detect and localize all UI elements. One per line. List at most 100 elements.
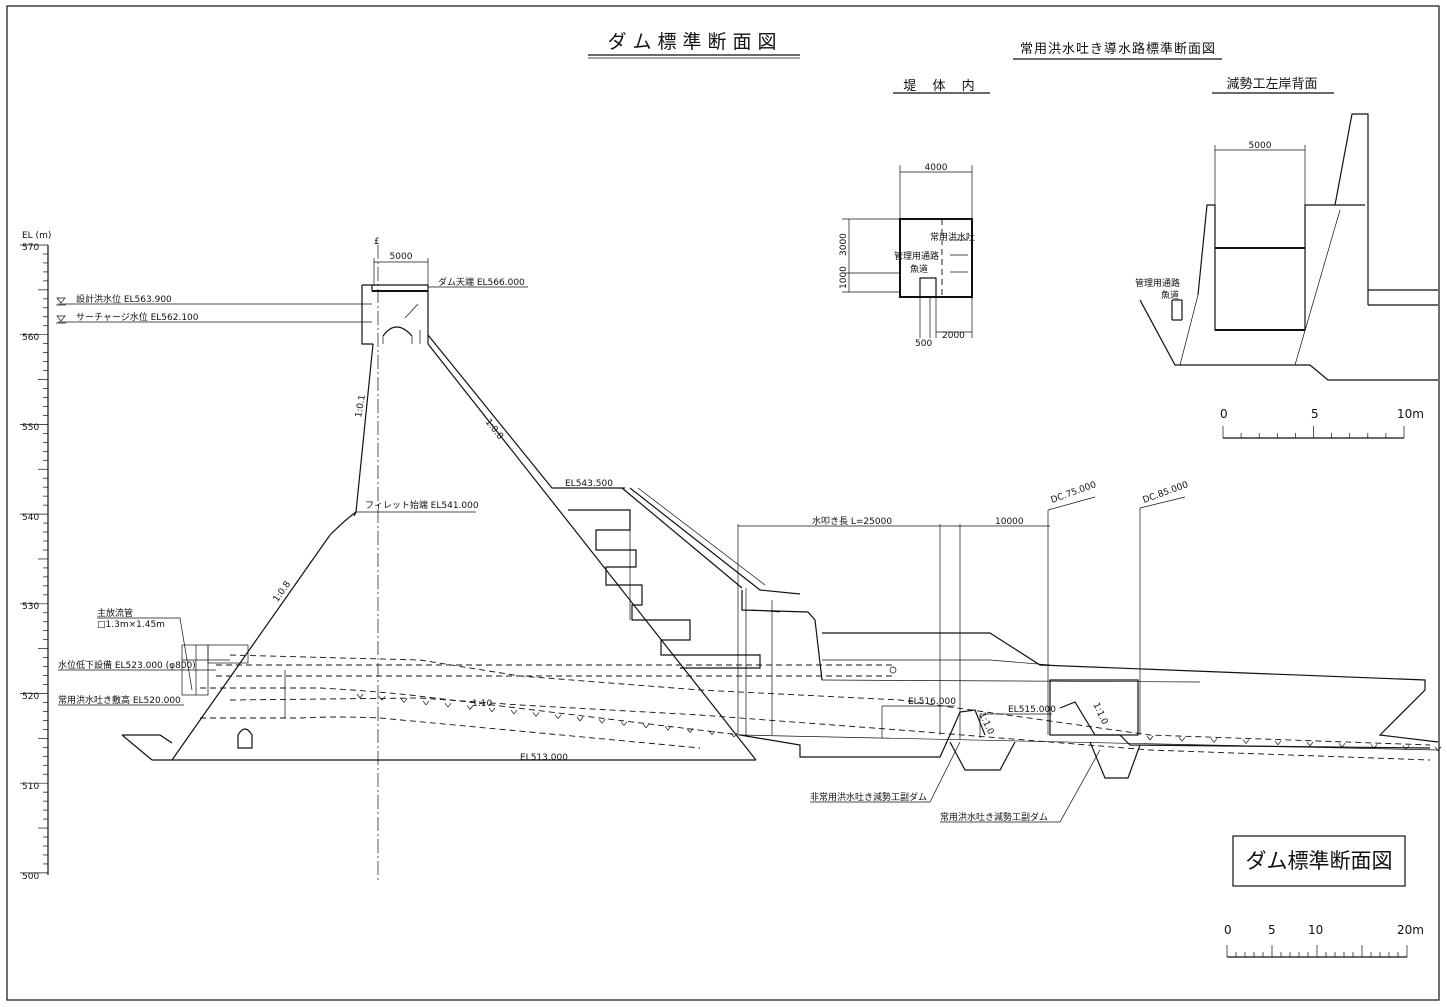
conduit-section-title: 常用洪水吐き導水路標準断面図: [1020, 41, 1216, 57]
inside-dam-detail: 4000 常用洪水吐 管理用通路 魚道 3000 1000 500 2000: [839, 163, 975, 349]
conduit-chevron: [554, 714, 559, 719]
inside-dim-500: 500: [915, 339, 932, 349]
floor-chevron: [1181, 736, 1186, 742]
fillet-label: フィレット始端 EL541.000: [365, 499, 479, 511]
axis-tick-520: 520: [22, 692, 39, 702]
floor-chevron: [1242, 739, 1247, 744]
floor-chevron: [1402, 745, 1407, 750]
conduit-chevron: [535, 712, 540, 717]
stilling-basin: 水叩き長 L=25000 10000 DC.75.000 DC.85.000 E…: [737, 480, 1442, 823]
conduit-chevron: [667, 725, 672, 731]
conduit-chevron: [664, 725, 669, 731]
conduit-chevron: [513, 709, 518, 715]
dam-body: £ 5000 ダム天端 EL566.000 1:0.1 1:0.8 1:0.8 …: [58, 237, 1431, 880]
floor-chevron: [1434, 746, 1439, 752]
scale-bar-small: 0 5 10m: [1220, 407, 1424, 439]
conduit-chevron: [576, 716, 581, 722]
inside-spillway-label: 常用洪水吐: [930, 231, 975, 243]
axis-tick-540: 540: [22, 513, 39, 523]
scale-bar-large: 0 5 10 20m: [1224, 923, 1424, 958]
conduit-chevron: [642, 723, 647, 729]
conduit-chevron: [491, 707, 496, 713]
floor-chevron: [1146, 735, 1151, 741]
el-515-label: EL515.000: [1008, 705, 1056, 715]
emergency-subdam-label: 非常用洪水吐き減勢工副ダム: [810, 791, 927, 803]
apron-extra-label: 10000: [995, 517, 1024, 527]
conduit-chevron: [510, 709, 515, 715]
conduit-chevron: [532, 712, 537, 717]
conduit-chevron: [689, 728, 694, 733]
conduit-chevron: [686, 728, 691, 733]
left-bank-fishway-label: 魚道: [1161, 289, 1179, 301]
left-bank-passage-label: 管理用通路: [1135, 277, 1180, 289]
axis-tick-530: 530: [22, 602, 39, 612]
scale-small-0: 0: [1220, 407, 1228, 421]
scale-large-0: 0: [1224, 923, 1232, 937]
inside-height-upper: 3000: [839, 233, 849, 256]
conduit-chevron: [447, 702, 452, 708]
axis-tick-570: 570: [22, 243, 39, 253]
conduit-chevron: [444, 702, 449, 708]
el-543-label: EL543.500: [565, 479, 613, 489]
axis-tick-550: 550: [22, 423, 39, 433]
dc75-label: DC.75.000: [1050, 480, 1098, 506]
axis-tick-510: 510: [22, 782, 39, 792]
left-bank-title: 減勢工左岸背面: [1226, 76, 1317, 92]
apron-length-label: 水叩き長 L=25000: [812, 515, 892, 527]
design-flood-level-label: 設計洪水位 EL563.900: [76, 293, 172, 305]
conduit-chevron: [557, 714, 562, 719]
scale-large-5: 5: [1268, 923, 1276, 937]
axis-tick-560: 560: [22, 333, 39, 343]
inside-width-dim: 4000: [925, 163, 948, 173]
dam-center-mark: £: [374, 237, 380, 247]
service-subdam-label: 常用洪水吐き減勢工副ダム: [940, 811, 1048, 823]
conduit-chevron: [425, 700, 430, 706]
conduit-chevron: [403, 698, 408, 703]
water-levels: 設計洪水位 EL563.900 サーチャージ水位 EL562.100: [56, 293, 372, 324]
conduit-chevron: [730, 732, 735, 738]
floor-chevron: [1274, 740, 1279, 746]
floor-chevron: [1245, 739, 1250, 744]
floor-chevron: [1306, 741, 1311, 747]
floor-chevron: [1149, 735, 1154, 741]
upstream-slope-top: 1:0.1: [354, 394, 368, 418]
elevation-axis: EL (m) 570 560 550 540 530 520 510 500: [20, 231, 51, 882]
conduit-chevron: [708, 730, 713, 736]
conduit-chevron: [733, 732, 738, 738]
floor-chevron: [1213, 738, 1218, 743]
main-outlet-size: □1.3m×1.45m: [97, 620, 165, 630]
left-bank-detail: 5000 管理用通路 魚道: [1135, 113, 1438, 381]
scale-large-20m: 20m: [1397, 923, 1424, 937]
conduit-slope-label: 1:10: [472, 699, 492, 709]
axis-tick-500: 500: [22, 872, 39, 882]
elevation-axis-unit: EL (m): [22, 231, 51, 241]
slope-a-label: 1:1.0: [976, 711, 995, 736]
slope-b-label: 1:1.0: [1090, 701, 1109, 726]
left-bank-width-dim: 5000: [1249, 141, 1272, 151]
floor-chevron: [1178, 736, 1183, 742]
main-title: ダム標準断面図: [607, 31, 782, 53]
inside-fishway-label: 魚道: [910, 263, 928, 275]
boxed-title-frame: [1232, 835, 1406, 887]
conduit-chevron: [422, 700, 427, 706]
floor-chevron: [1341, 742, 1346, 748]
inside-dam-title: 堤 体 内: [903, 78, 980, 94]
conduit-chevron: [488, 707, 493, 713]
floor-chevron: [1373, 744, 1378, 749]
main-outlet-label: 主放流管: [97, 607, 133, 619]
floor-chevron: [1370, 744, 1375, 749]
conduit-chevron: [579, 716, 584, 722]
scale-small-10m: 10m: [1397, 407, 1424, 421]
drawdown-label: 水位低下設備 EL523.000 (φ800): [58, 659, 196, 671]
conduit-chevron: [623, 721, 628, 726]
conduit-chevron: [598, 719, 603, 724]
base-el-label: EL513.000: [520, 753, 568, 763]
conduit-chevron: [711, 730, 716, 736]
scale-small-5: 5: [1311, 407, 1319, 421]
conduit-chevron: [645, 723, 650, 729]
floor-chevron: [1437, 746, 1442, 752]
conduit-chevron: [356, 693, 361, 699]
inside-passage-label: 管理用通路: [894, 250, 939, 262]
inside-height-lower: 1000: [839, 266, 849, 289]
